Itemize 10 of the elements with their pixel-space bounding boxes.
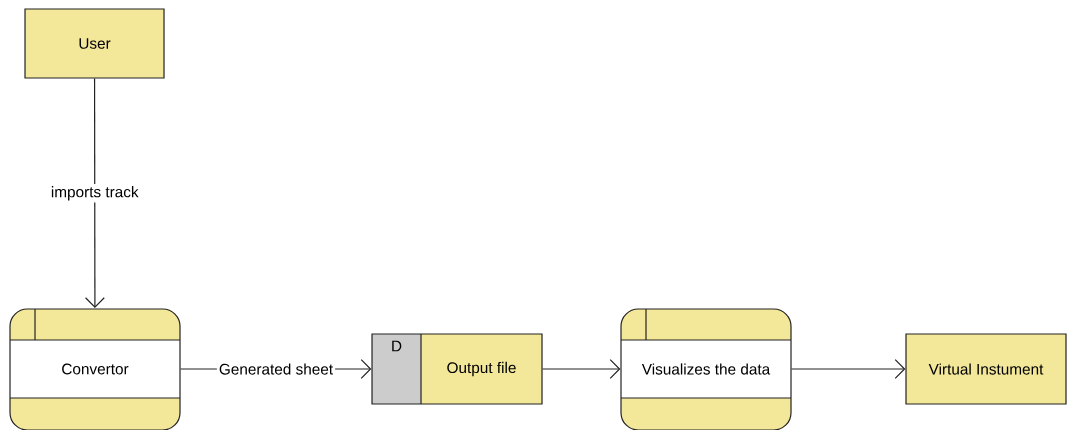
- edge-label: Generated sheet: [216, 361, 336, 377]
- arrow: [791, 359, 906, 379]
- entity-box: Virtual Instument: [905, 333, 1067, 405]
- arrow: [542, 359, 621, 379]
- process-box: Convertor: [9, 308, 181, 430]
- arrow: [84, 78, 105, 308]
- process-box: Visualizes the data: [620, 308, 792, 430]
- entity-box: User: [24, 8, 165, 79]
- data-store-box: D Output file: [371, 333, 543, 405]
- edge-label: imports track: [48, 184, 141, 203]
